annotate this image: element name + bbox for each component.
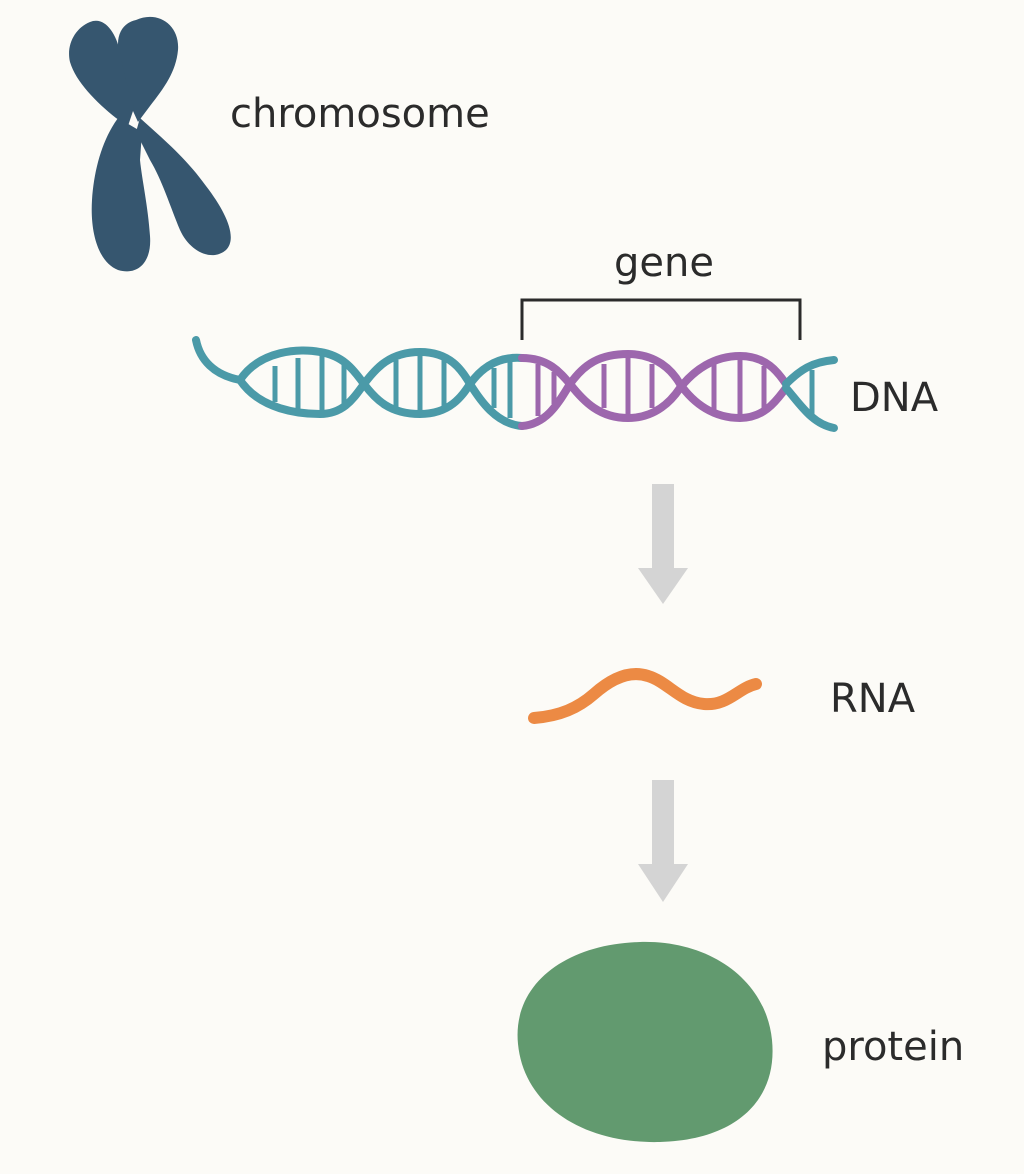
dna-helix [192,336,838,432]
arrow-dna-to-rna [638,484,688,604]
dna-rungs-purple [535,358,767,416]
arrow-rna-to-protein [638,780,688,902]
dna-rungs-teal [272,354,513,418]
dna-strand-end-b [782,384,838,432]
dna-strand-a [236,346,526,419]
gene-label: gene [614,240,714,286]
protein-label: protein [822,1024,964,1070]
dna-strand-end-a [782,356,838,388]
rna-label: RNA [830,676,916,722]
protein-blob [517,941,773,1143]
chromosome-arm-upper-right [118,16,179,122]
chromosome-arm-lower-right [136,118,231,256]
gene-bracket [520,298,802,340]
chromosome-shape [69,16,231,272]
chromosome-arm-lower-left [91,118,151,272]
chromosome-label: chromosome [230,91,490,137]
dna-label: DNA [850,375,939,421]
rna-strand [528,668,762,724]
chromosome-arm-upper-left [69,20,134,126]
dna-strand-b [236,347,526,430]
gene-strand-b [518,349,790,430]
dna-tail [192,336,244,384]
